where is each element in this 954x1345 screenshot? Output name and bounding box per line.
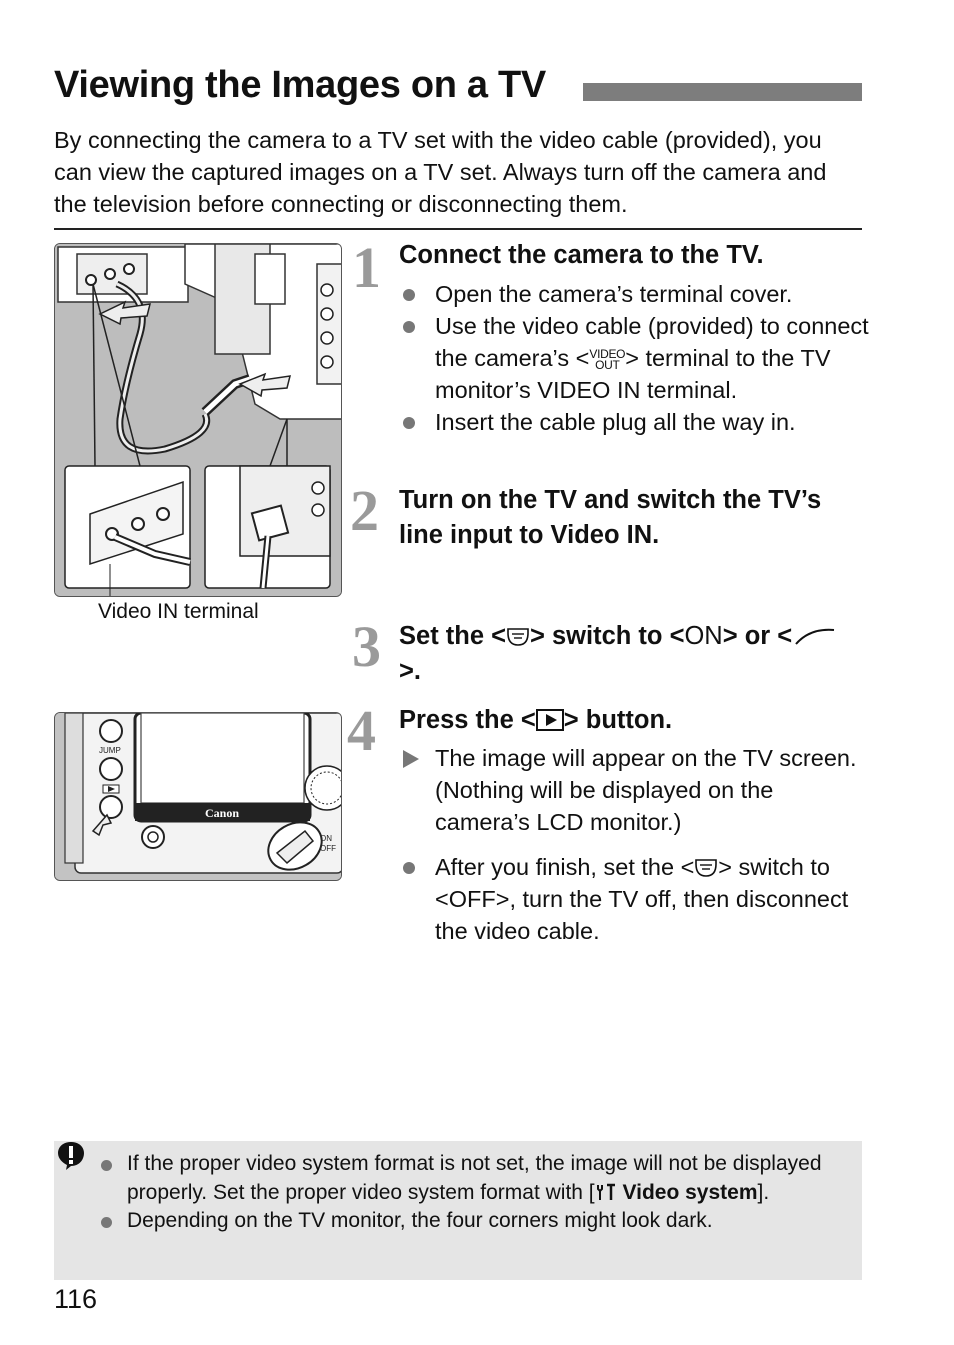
bullet-icon <box>101 1160 112 1171</box>
list-item: Depending on the TV monitor, the four co… <box>99 1207 844 1236</box>
step-3-number: 3 <box>352 614 381 679</box>
power-switch-icon <box>695 859 718 877</box>
step-4-result: The image will appear on the TV screen. … <box>399 742 864 838</box>
divider <box>54 228 862 230</box>
list-item: If the proper video system format is not… <box>99 1150 844 1207</box>
bullet-icon <box>101 1217 112 1228</box>
list-item: Open the camera’s terminal cover. <box>399 278 869 310</box>
bullet-icon <box>403 417 415 429</box>
brand-logo: Canon <box>205 806 239 820</box>
step-4-number: 4 <box>347 698 376 763</box>
list-item: After you finish, set the <> switch to <… <box>399 851 864 947</box>
setup-menu-icon <box>596 1183 615 1200</box>
power-switch-icon <box>507 628 529 646</box>
on-position: ON <box>684 622 723 650</box>
step-4-title: Press the <> button. <box>399 706 673 734</box>
page-title: Viewing the Images on a TV <box>54 64 546 106</box>
jump-label: JUMP <box>99 746 121 755</box>
bullet-icon <box>403 321 415 333</box>
on-label: ON <box>320 834 332 843</box>
step-3-title: Set the <> switch to <ON> or <>. <box>399 619 859 689</box>
camera-back-illustration: Canon JUMP ON OFF <box>54 712 342 881</box>
list-item: Use the video cable (provided) to connec… <box>399 310 869 406</box>
list-item: The image will appear on the TV screen. … <box>399 742 864 838</box>
illustration-caption: Video IN terminal <box>98 600 259 623</box>
quick-control-dial-icon <box>795 628 835 645</box>
caution-list: If the proper video system format is not… <box>99 1150 844 1236</box>
result-arrow-icon <box>403 750 419 768</box>
step-2-number: 2 <box>350 478 379 543</box>
page-number: 116 <box>54 1284 98 1314</box>
intro-paragraph: By connecting the camera to a TV set wit… <box>54 127 827 217</box>
bullet-icon <box>403 862 415 874</box>
off-position: OFF <box>448 886 496 912</box>
step-1-bullets: Open the camera’s terminal cover. Use th… <box>399 278 869 438</box>
caution-icon <box>58 1142 84 1170</box>
title-bar <box>583 83 862 101</box>
step-2-title: Turn on the TV and switch the TV’s line … <box>399 486 822 549</box>
playback-icon <box>535 709 564 731</box>
step-1-title: Connect the camera to the TV. <box>399 241 764 269</box>
bullet-icon <box>403 289 415 301</box>
step-1-number: 1 <box>352 235 381 300</box>
caution-note <box>54 1141 862 1280</box>
tv-connection-illustration <box>54 243 342 597</box>
off-label: OFF <box>320 844 336 853</box>
list-item: Insert the cable plug all the way in. <box>399 406 869 438</box>
step-4-bullets: After you finish, set the <> switch to <… <box>399 851 864 947</box>
